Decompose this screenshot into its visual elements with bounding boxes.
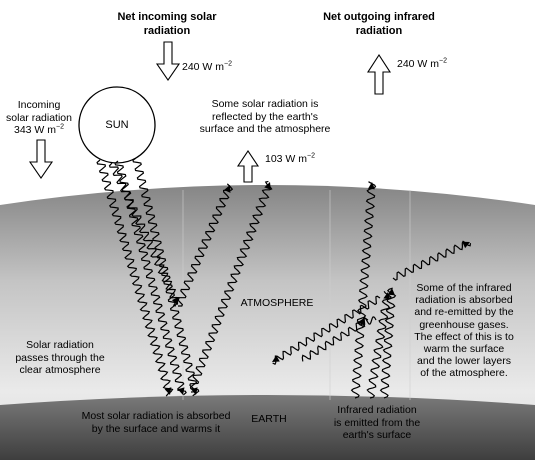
greenhouse-line-5: The effect of this is to xyxy=(414,330,514,343)
passes-label: Solar radiation passes through the clear… xyxy=(10,339,110,377)
reemitted-ray-1 xyxy=(272,295,381,366)
unit-exponent: −2 xyxy=(307,152,315,160)
infrared-ray-1-arrowhead-icon xyxy=(367,182,375,190)
greenhouse-line-1: Some of the infrared xyxy=(416,282,512,294)
infrared-emitted-line-2: is emitted from the xyxy=(333,416,421,429)
infrared-ray-2 xyxy=(366,290,392,399)
net-outgoing-title: Net outgoing infrared radiation xyxy=(314,10,444,38)
passes-line-3: clear atmosphere xyxy=(19,364,101,376)
infrared-ray-1 xyxy=(350,181,377,399)
earth-label: EARTH xyxy=(244,413,294,426)
reflected-value-text: 103 W m xyxy=(265,153,308,165)
reflected-label: Some solar radiation is reflected by the… xyxy=(192,98,338,136)
infrared-emitted-line-1: Infrared radiation xyxy=(337,404,417,416)
greenhouse-line-8: of the atmosphere. xyxy=(420,367,508,380)
infrared-emitted-line-3: earth's surface xyxy=(342,429,412,441)
absorbed-line-1: Most solar radiation is absorbed xyxy=(81,410,231,422)
incoming-line-1: Incoming xyxy=(17,99,61,111)
net-incoming-line-2: radiation xyxy=(143,25,191,37)
unit-exponent: −2 xyxy=(224,60,232,68)
solar-ray-4-arrowhead-icon xyxy=(171,297,179,305)
net-outgoing-value: 240 W m−2 xyxy=(397,58,447,71)
incoming-label: Incoming solar radiation 343 W m−2 xyxy=(2,99,76,137)
solar-ray-4 xyxy=(108,162,180,307)
net-outgoing-line-2: radiation xyxy=(355,25,403,37)
atmosphere-band xyxy=(0,185,535,460)
sun-text: SUN xyxy=(105,119,129,131)
greenhouse-line-4: greenhouse gases. xyxy=(419,318,509,331)
reflected-ray-atmosphere-arrowhead-icon xyxy=(224,185,231,193)
incoming-line-2: solar radiation xyxy=(6,111,72,124)
greenhouse-line-2: radiation is absorbed xyxy=(415,294,513,307)
incoming-arrow-icon xyxy=(28,139,54,179)
absorbed-label: Most solar radiation is absorbed by the … xyxy=(76,410,236,435)
reflected-ray-atmosphere xyxy=(176,183,234,307)
reflected-value: 103 W m−2 xyxy=(265,153,315,166)
reflected-arrow-icon xyxy=(236,150,260,183)
reflected-line-2: reflected by the earth's xyxy=(212,110,318,123)
reflected-ray-surface xyxy=(189,180,273,393)
net-incoming-arrow-icon xyxy=(155,41,181,81)
earth-surface xyxy=(0,395,535,460)
reemitted-ray-4 xyxy=(357,316,377,326)
incoming-value-text: 343 W m xyxy=(14,124,57,136)
solar-ray-3 xyxy=(132,157,200,397)
earth-text: EARTH xyxy=(251,413,287,425)
reemitted-ray-1-arrowhead-icon xyxy=(272,355,280,362)
reemitted-ray-4-arrowhead-icon xyxy=(358,317,366,325)
solar-ray-1-arrowhead-icon xyxy=(164,387,172,395)
greenhouse-line-3: and re-emitted by the xyxy=(414,306,514,319)
reemitted-ray-2 xyxy=(301,317,369,362)
atmosphere-text: ATMOSPHERE xyxy=(240,297,314,309)
infrared-emitted-label: Infrared radiation is emitted from the e… xyxy=(322,404,432,442)
infrared-ray-3-arrowhead-icon xyxy=(388,288,395,296)
infrared-ray-3 xyxy=(379,287,397,399)
reemitted-ray-3 xyxy=(392,240,472,281)
net-outgoing-arrow-icon xyxy=(366,53,392,95)
greenhouse-label: Some of the infrared radiation is absorb… xyxy=(402,282,526,380)
net-incoming-value-text: 240 W m xyxy=(182,61,225,73)
net-incoming-line-1: Net incoming solar xyxy=(117,11,217,23)
reemitted-ray-3-arrowhead-icon xyxy=(462,241,470,249)
net-outgoing-line-1: Net outgoing infrared xyxy=(323,11,435,23)
net-outgoing-value-text: 240 W m xyxy=(397,58,440,70)
unit-exponent: −2 xyxy=(56,123,64,131)
greenhouse-line-7: and the lower layers xyxy=(417,355,511,368)
solar-ray-1 xyxy=(96,159,174,397)
reflected-line-3: surface and the atmosphere xyxy=(199,123,331,135)
sun-circle-icon xyxy=(78,86,156,164)
absorbed-line-2: by the surface and warms it xyxy=(91,422,221,435)
solar-ray-3-arrowhead-icon xyxy=(190,387,198,395)
net-incoming-title: Net incoming solar radiation xyxy=(102,10,232,38)
sun-label: SUN xyxy=(97,119,137,132)
atmosphere-label: ATMOSPHERE xyxy=(232,297,322,310)
reflected-ray-surface-arrowhead-icon xyxy=(264,182,271,190)
net-incoming-value: 240 W m−2 xyxy=(182,61,232,74)
passes-line-1: Solar radiation xyxy=(26,339,94,351)
greenhouse-line-6: warm the surface xyxy=(423,343,505,356)
unit-exponent: −2 xyxy=(439,57,447,65)
passes-line-2: passes through the xyxy=(15,351,105,364)
reflected-line-1: Some solar radiation is xyxy=(211,98,319,110)
solar-ray-2-arrowhead-icon xyxy=(177,387,185,395)
